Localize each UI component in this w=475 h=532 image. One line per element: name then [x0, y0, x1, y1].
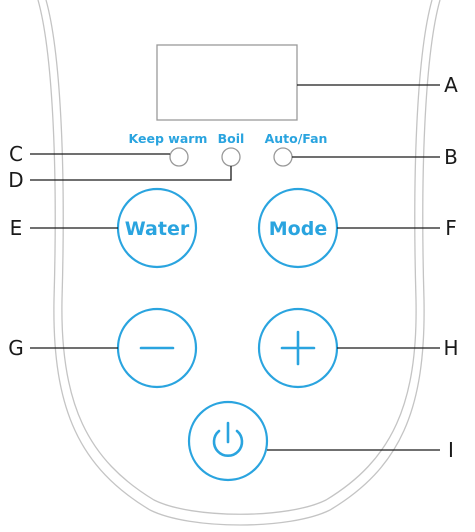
callout-label-e: E: [10, 216, 23, 240]
panel-outline-inner: [45, 0, 433, 515]
callout-label-h: H: [443, 336, 458, 360]
power-icon: [212, 421, 244, 458]
water-button[interactable]: Water: [116, 187, 198, 269]
minus-button[interactable]: [116, 307, 198, 389]
callout-label-i: I: [448, 438, 454, 462]
callout-label-b: B: [444, 145, 458, 169]
callout-label-d: D: [8, 168, 23, 192]
callout-label-c: C: [9, 142, 23, 166]
boil-indicator-light: [221, 147, 241, 167]
water-button-label: Water: [125, 218, 190, 240]
callout-leader-d: [30, 166, 232, 181]
callout-label-g: G: [8, 336, 24, 360]
mode-button-label: Mode: [269, 218, 327, 240]
keep-warm-label: Keep warm: [129, 131, 208, 146]
auto-fan-indicator-light: [273, 147, 293, 167]
display-screen: [156, 44, 298, 121]
callout-label-a: A: [444, 73, 458, 97]
panel-outline-outer: [37, 0, 441, 526]
plus-icon: [280, 330, 316, 366]
auto-fan-label: Auto/Fan: [265, 131, 328, 146]
callout-label-f: F: [445, 216, 457, 240]
plus-button[interactable]: [257, 307, 339, 389]
power-button[interactable]: [187, 400, 269, 482]
mode-button[interactable]: Mode: [257, 187, 339, 269]
keep-warm-indicator-light: [169, 147, 189, 167]
boil-label: Boil: [218, 131, 245, 146]
